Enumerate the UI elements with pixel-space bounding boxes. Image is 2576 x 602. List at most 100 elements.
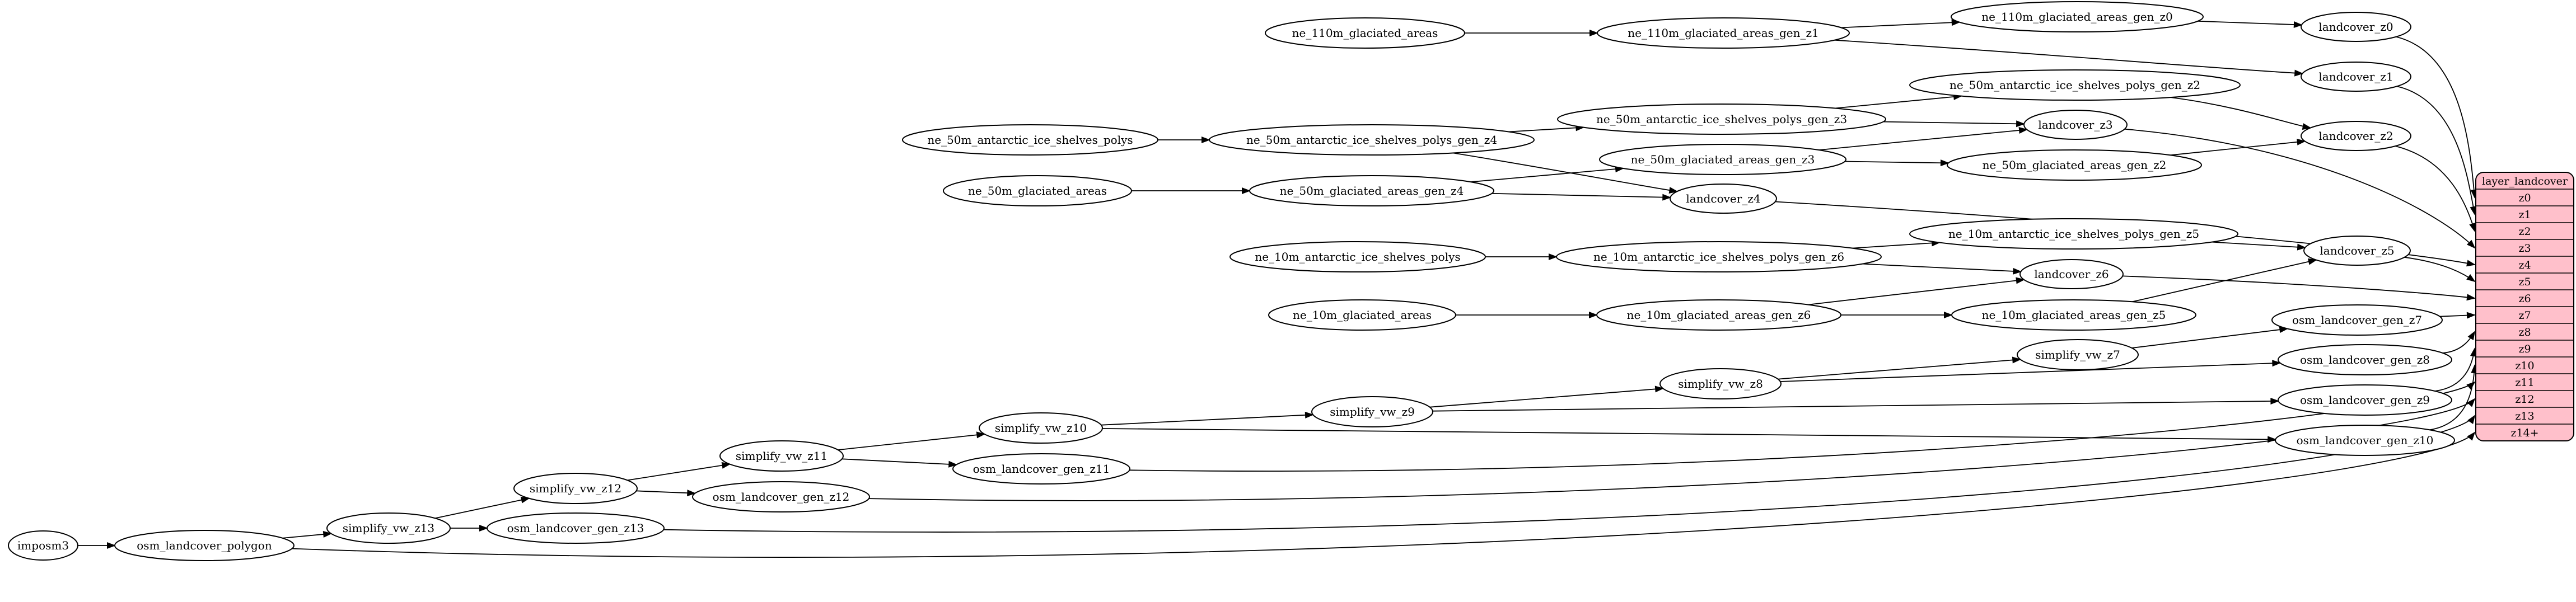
node-ellipse-ne_50m_antarctic_ice_shelves_polys [902,124,1158,156]
edge-landcover_z0-to-layer_landcover-z0 [2396,36,2477,199]
node-ne_10m_antarctic_ice_shelves_polys: ne_10m_antarctic_ice_shelves_polys [1229,241,1486,272]
edge-simplify_vw_z8-to-osm_landcover_gen_z8 [1780,360,2282,382]
node-label-ne_50m_antarctic_ice_shelves_polys_gen_z3: ne_50m_antarctic_ice_shelves_polys_gen_z… [1596,112,1847,126]
edge-ne_50m_antarctic_ice_shelves_polys_gen_z3-to-ne_50m_antarctic_ice_shelves_polys_gen_z2 [1835,93,1963,109]
node-simplify_vw_z10: simplify_vw_z10 [979,412,1103,444]
node-ellipse-ne_50m_glaciated_areas_gen_z3 [1599,144,1846,175]
node-ellipse-ne_110m_glaciated_areas_gen_z1 [1597,17,1850,49]
edge-simplify_vw_z13-to-simplify_vw_z12 [435,496,530,519]
edge-ne_50m_glaciated_areas_gen_z4-to-landcover_z4 [1492,192,1672,201]
node-ellipse-ne_10m_antarctic_ice_shelves_polys [1229,241,1486,272]
node-ellipse-osm_landcover_polygon [114,530,294,561]
edge-osm_landcover_polygon-to-layer_landcover-z14+ [292,431,2476,558]
node-label-ne_50m_glaciated_areas_gen_z4: ne_50m_glaciated_areas_gen_z4 [1280,184,1464,197]
node-simplify_vw_z11: simplify_vw_z11 [719,440,844,472]
node-ne_10m_antarctic_ice_shelves_polys_gen_z5: ne_10m_antarctic_ice_shelves_polys_gen_z… [1909,218,2238,250]
node-ne_50m_glaciated_areas_gen_z4: ne_50m_glaciated_areas_gen_z4 [1249,175,1494,206]
node-ne_50m_antarctic_ice_shelves_polys: ne_50m_antarctic_ice_shelves_polys [902,124,1158,156]
node-ellipse-ne_10m_glaciated_areas_gen_z5 [1951,299,2196,331]
edge-osm_landcover_gen_z11-to-layer_landcover-z11 [1129,381,2476,472]
node-ne_50m_antarctic_ice_shelves_polys_gen_z4: ne_50m_antarctic_ice_shelves_polys_gen_z… [1209,124,1535,156]
node-label-ne_50m_antarctic_ice_shelves_polys_gen_z4: ne_50m_antarctic_ice_shelves_polys_gen_z… [1246,133,1497,147]
node-ne_50m_antarctic_ice_shelves_polys_gen_z2: ne_50m_antarctic_ice_shelves_polys_gen_z… [1909,69,2241,101]
node-label-ne_50m_antarctic_ice_shelves_polys: ne_50m_antarctic_ice_shelves_polys [927,133,1133,147]
node-ellipse-ne_50m_antarctic_ice_shelves_polys_gen_z3 [1557,104,1886,135]
node-label-landcover_z0: landcover_z0 [2318,20,2393,34]
node-simplify_vw_z13: simplify_vw_z13 [326,512,451,544]
node-ellipse-simplify_vw_z7 [2017,339,2139,370]
node-label-ne_50m_antarctic_ice_shelves_polys_gen_z2: ne_50m_antarctic_ice_shelves_polys_gen_z… [1949,78,2200,92]
node-ellipse-ne_110m_glaciated_areas_gen_z0 [1951,1,2204,32]
node-osm_landcover_gen_z11: osm_landcover_gen_z11 [952,453,1130,485]
edge-osm_landcover_gen_z9-to-layer_landcover-z9 [2434,347,2477,392]
node-osm_landcover_gen_z7: osm_landcover_gen_z7 [2271,304,2443,336]
edge-ne_10m_glaciated_areas_gen_z6-to-landcover_z6 [1808,277,2025,305]
node-ellipse-landcover_z0 [2301,12,2411,42]
layer-landcover-table: layer_landcoverz0z1z2z3z4z5z6z7z8z9z10z1… [2475,172,2574,441]
node-label-ne_110m_glaciated_areas: ne_110m_glaciated_areas [1292,26,1438,40]
node-label-landcover_z4: landcover_z4 [1686,192,1760,205]
edge-simplify_vw_z11-to-osm_landcover_gen_z11 [841,458,958,468]
node-landcover_z5: landcover_z5 [2303,236,2411,266]
node-ellipse-osm_landcover_gen_z9 [2278,384,2452,416]
table-row-z7: z7 [2518,309,2531,322]
node-osm_landcover_polygon: osm_landcover_polygon [114,530,294,561]
node-ellipse-osm_landcover_gen_z10 [2275,425,2455,456]
node-osm_landcover_gen_z8: osm_landcover_gen_z8 [2278,344,2452,375]
node-ellipse-imposm3 [8,530,78,561]
edge-simplify_vw_z9-to-osm_landcover_gen_z9 [1432,397,2280,412]
node-simplify_vw_z9: simplify_vw_z9 [1311,396,1433,427]
node-ne_110m_glaciated_areas_gen_z1: ne_110m_glaciated_areas_gen_z1 [1597,17,1850,49]
edge-simplify_vw_z9-to-simplify_vw_z8 [1429,385,1665,408]
edge-simplify_vw_z7-to-osm_landcover_gen_z7 [2131,326,2289,349]
node-simplify_vw_z7: simplify_vw_z7 [2017,339,2139,370]
node-ellipse-landcover_z1 [2301,62,2411,92]
edge-osm_landcover_gen_z8-to-layer_landcover-z8 [2442,331,2476,354]
node-ellipse-osm_landcover_gen_z7 [2271,304,2443,336]
edge-ne_10m_antarctic_ice_shelves_polys_gen_z6-to-ne_10m_antarctic_ice_shelves_polys_gen_z5 [1852,239,1941,249]
edge-ne_110m_glaciated_areas_gen_z1-to-landcover_z1 [1834,39,2304,77]
node-ellipse-osm_landcover_gen_z8 [2278,344,2452,375]
node-ne_50m_glaciated_areas: ne_50m_glaciated_areas [943,175,1132,206]
edge-landcover_z5-to-layer_landcover-z5 [2404,256,2476,283]
node-ne_10m_glaciated_areas_gen_z6: ne_10m_glaciated_areas_gen_z6 [1596,299,1841,331]
edge-ne_50m_glaciated_areas_gen_z2-to-landcover_z2 [2170,138,2306,156]
node-osm_landcover_gen_z13: osm_landcover_gen_z13 [487,512,665,544]
node-ellipse-landcover_z3 [2023,110,2128,140]
node-ne_10m_glaciated_areas_gen_z5: ne_10m_glaciated_areas_gen_z5 [1951,299,2196,331]
edge-landcover_z2-to-layer_landcover-z2 [2395,145,2476,232]
node-ellipse-ne_10m_glaciated_areas_gen_z6 [1596,299,1841,331]
node-ellipse-simplify_vw_z9 [1311,396,1433,427]
node-ne_110m_glaciated_areas_gen_z0: ne_110m_glaciated_areas_gen_z0 [1951,1,2204,32]
table-row-z3: z3 [2518,242,2531,255]
edge-ne_110m_glaciated_areas_gen_z0-to-landcover_z0 [2198,20,2303,28]
node-ne_110m_glaciated_areas: ne_110m_glaciated_areas [1265,17,1465,49]
node-label-simplify_vw_z9: simplify_vw_z9 [1330,405,1415,418]
node-label-osm_landcover_gen_z12: osm_landcover_gen_z12 [713,490,850,504]
node-osm_landcover_gen_z9: osm_landcover_gen_z9 [2278,384,2452,416]
node-label-simplify_vw_z11: simplify_vw_z11 [736,449,828,463]
node-ne_50m_glaciated_areas_gen_z3: ne_50m_glaciated_areas_gen_z3 [1599,144,1846,175]
node-ellipse-osm_landcover_gen_z12 [692,481,870,512]
table-row-z2: z2 [2518,225,2531,238]
node-ellipse-ne_50m_glaciated_areas_gen_z4 [1249,175,1494,206]
node-ne_10m_antarctic_ice_shelves_polys_gen_z6: ne_10m_antarctic_ice_shelves_polys_gen_z… [1556,241,1882,272]
node-ellipse-ne_50m_glaciated_areas_gen_z2 [1947,149,2202,181]
node-landcover_z4: landcover_z4 [1670,184,1777,214]
table-row-z13: z13 [2515,410,2534,422]
edge-ne_50m_antarctic_ice_shelves_polys_gen_z2-to-landcover_z2 [2170,97,2312,130]
node-label-landcover_z2: landcover_z2 [2318,129,2393,143]
node-label-ne_50m_glaciated_areas_gen_z3: ne_50m_glaciated_areas_gen_z3 [1631,153,1815,166]
table-row-z10: z10 [2515,360,2534,372]
node-label-osm_landcover_gen_z11: osm_landcover_gen_z11 [973,462,1110,476]
table-row-z8: z8 [2518,326,2531,338]
table-row-z0: z0 [2518,192,2531,204]
edge-osm_landcover_gen_z10-to-layer_landcover-z10 [2429,364,2478,431]
node-label-ne_110m_glaciated_areas_gen_z1: ne_110m_glaciated_areas_gen_z1 [1628,26,1818,40]
node-label-ne_110m_glaciated_areas_gen_z0: ne_110m_glaciated_areas_gen_z0 [1981,10,2172,23]
edge-ne_110m_glaciated_areas_gen_z1-to-ne_110m_glaciated_areas_gen_z0 [1841,19,1961,29]
node-ellipse-ne_10m_glaciated_areas [1268,299,1456,331]
edge-osm_landcover_polygon-to-simplify_vw_z13 [282,531,333,539]
